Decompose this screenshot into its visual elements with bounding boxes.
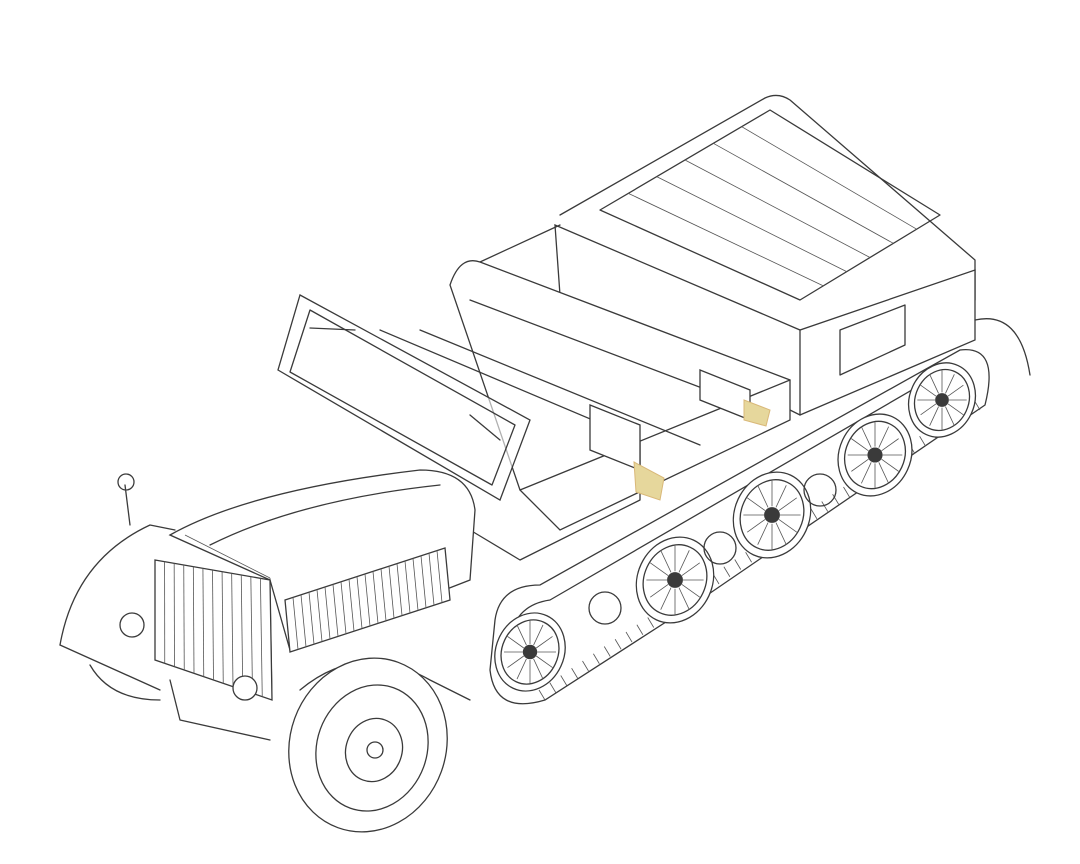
louvre-bar: [332, 584, 339, 637]
road-wheel: [732, 471, 812, 559]
track-link: [745, 552, 752, 563]
louvre-bar: [356, 576, 363, 629]
louvre-bar: [308, 592, 315, 645]
front-fender: [59, 473, 471, 741]
louvre-bar: [364, 573, 371, 627]
louvre-bar: [292, 597, 299, 650]
track-link: [614, 639, 622, 650]
headlight: [232, 675, 258, 701]
louvre-bar: [324, 586, 331, 640]
front-grille: [154, 559, 273, 701]
track-link: [593, 653, 600, 664]
rack-slat: [684, 159, 871, 258]
windshield: [277, 294, 531, 501]
louvre-bar: [316, 589, 323, 642]
highlight-panel-rear: [743, 399, 771, 427]
grille-bar: [250, 576, 253, 694]
grille-bar: [212, 569, 214, 681]
road-wheel: [837, 413, 913, 497]
louvre-bar: [380, 568, 387, 621]
track-link: [636, 624, 644, 635]
inner-road-wheel: [588, 591, 622, 625]
grille-bar: [260, 578, 263, 697]
grille-bar: [202, 568, 205, 677]
track-link: [625, 631, 633, 643]
louvre-bar: [340, 581, 347, 634]
track-link: [919, 436, 926, 447]
grille-bar: [183, 564, 185, 671]
louvre-bar: [300, 594, 307, 647]
grille-bar: [221, 571, 224, 684]
rack-slat: [741, 126, 917, 230]
road-wheel: [907, 362, 977, 438]
track-link: [538, 689, 546, 701]
track-link: [582, 660, 589, 672]
track-link: [843, 486, 850, 498]
track-link: [647, 617, 655, 628]
rack-slat: [713, 142, 894, 244]
road-wheel: [494, 612, 566, 692]
louvre-bar: [412, 558, 419, 611]
cargo-rack: [559, 94, 976, 396]
rack-slat: [628, 192, 824, 287]
track-link: [821, 501, 829, 512]
louvre-bar: [404, 560, 411, 614]
inner-road-wheel: [703, 531, 737, 565]
inner-road-wheel: [803, 473, 837, 507]
rack-slat: [656, 176, 847, 273]
louvre-bar: [436, 550, 443, 603]
grille-bar: [240, 574, 244, 691]
louvre-bar: [428, 553, 435, 606]
grille-bar: [192, 566, 195, 674]
track-link: [723, 566, 731, 577]
track-link: [571, 668, 578, 679]
track-link: [832, 494, 839, 505]
passenger-compartment: [379, 224, 791, 561]
side-louvres: [284, 547, 451, 653]
track-link: [560, 675, 568, 686]
louvre-bar: [420, 555, 427, 608]
headlight: [119, 612, 145, 638]
track-link: [603, 646, 611, 657]
grille-bar: [231, 573, 234, 687]
track-link: [734, 559, 742, 570]
road-wheels: [494, 362, 977, 692]
highlight-panel-front: [633, 461, 665, 501]
louvre-bar: [348, 579, 355, 632]
front-wheel: [288, 657, 448, 833]
track-link: [810, 508, 818, 519]
louvre-bar: [372, 571, 379, 624]
road-wheel: [635, 536, 715, 624]
track-link: [549, 682, 557, 693]
louvre-bar: [388, 566, 395, 619]
louvre-bar: [396, 563, 403, 616]
